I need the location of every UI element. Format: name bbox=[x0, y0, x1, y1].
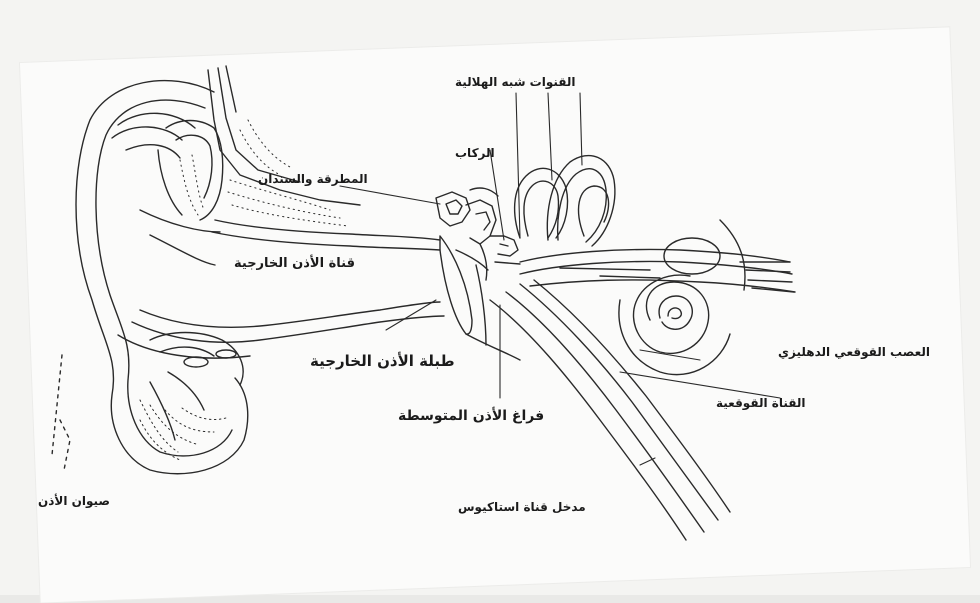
ossicles bbox=[436, 188, 520, 345]
label-earlobe: صيوان الأذن bbox=[38, 494, 110, 508]
ear-canal bbox=[118, 210, 444, 358]
cochlea bbox=[619, 275, 730, 374]
label-middle-ear-cavity: فراغ الأذن المتوسطة bbox=[398, 408, 544, 424]
label-hammer-anvil: المطرقة والسندان bbox=[258, 172, 368, 186]
label-semicircular-canals: القنوات شبه الهلالية bbox=[455, 75, 576, 89]
label-eustachian-tube: مدخل قناة استاكيوس bbox=[458, 500, 586, 514]
temporal-bone bbox=[158, 66, 360, 226]
label-stapes: الركاب bbox=[455, 146, 495, 160]
semicircular-canals bbox=[515, 156, 615, 246]
label-vestibulocochlear-nerve: العصب القوقعي الدهليزي bbox=[778, 345, 930, 359]
label-eardrum: طبلة الأذن الخارجية bbox=[310, 352, 455, 370]
label-external-auditory-canal: قناة الأذن الخارجية bbox=[234, 256, 355, 271]
label-cochlea: القناة القوقعية bbox=[716, 396, 806, 410]
